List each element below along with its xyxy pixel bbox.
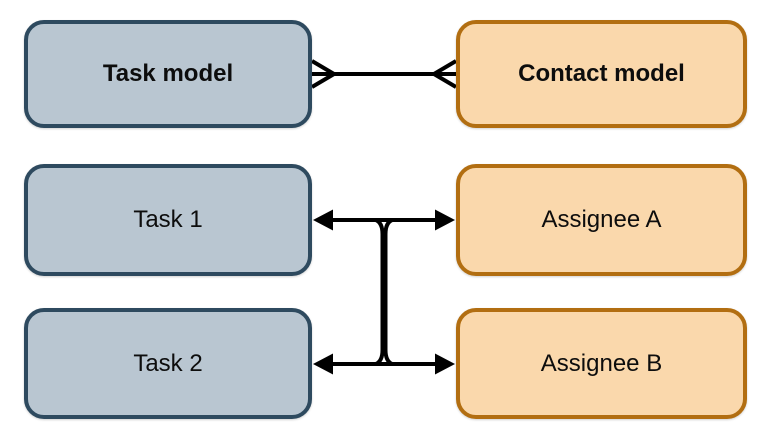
arrowhead-left-icon	[313, 209, 333, 231]
crows-foot-left-icon	[310, 59, 336, 89]
node-contact-model-label: Contact model	[518, 60, 685, 87]
vertical-join-left-flare	[375, 218, 385, 366]
connector-task1-assigneeA	[313, 209, 455, 231]
vertical-join-right-flare	[383, 218, 393, 366]
node-assignee-a: Assignee A	[456, 164, 747, 276]
node-contact-model: Contact model	[456, 20, 747, 128]
connector-task2-assigneeB	[313, 353, 455, 375]
node-task-1-label: Task 1	[133, 206, 203, 233]
arrowhead-right-icon	[435, 353, 455, 375]
arrowhead-left-icon	[313, 353, 333, 375]
node-task-1: Task 1	[24, 164, 312, 276]
connector-vertical-join	[375, 218, 393, 366]
node-assignee-b-label: Assignee B	[540, 349, 663, 377]
arrowhead-right-icon	[435, 209, 455, 231]
node-assignee-a-label: Assignee A	[541, 206, 662, 233]
node-task-model: Task model	[24, 20, 312, 128]
node-assignee-b: Assignee B	[456, 308, 747, 419]
node-task-model-label: Task model	[102, 60, 234, 87]
crows-foot-right-icon	[432, 59, 458, 89]
connector-task-model-contact-model	[310, 59, 458, 89]
node-task-2-label: Task 2	[133, 349, 203, 377]
node-task-2: Task 2	[24, 308, 312, 419]
